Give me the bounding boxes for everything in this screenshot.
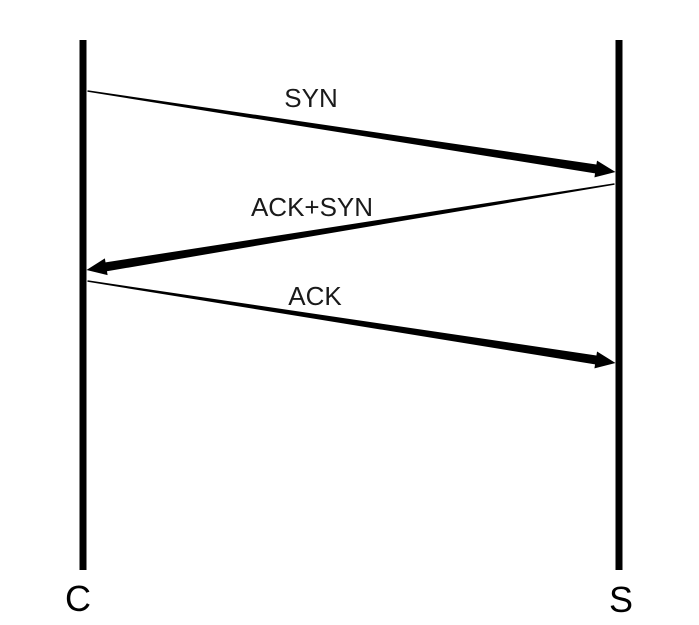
message-label-ack-syn: ACK+SYN: [250, 192, 374, 222]
message-arrow-ack-syn: [86, 183, 615, 276]
message-label-ack: ACK: [288, 281, 342, 311]
message-arrow-syn: [87, 90, 616, 178]
message-arrow-ack: [87, 280, 616, 369]
lifeline-label-server: S: [608, 579, 634, 620]
lifeline-label-client: C: [65, 578, 91, 619]
message-label-syn: SYN: [284, 83, 338, 113]
